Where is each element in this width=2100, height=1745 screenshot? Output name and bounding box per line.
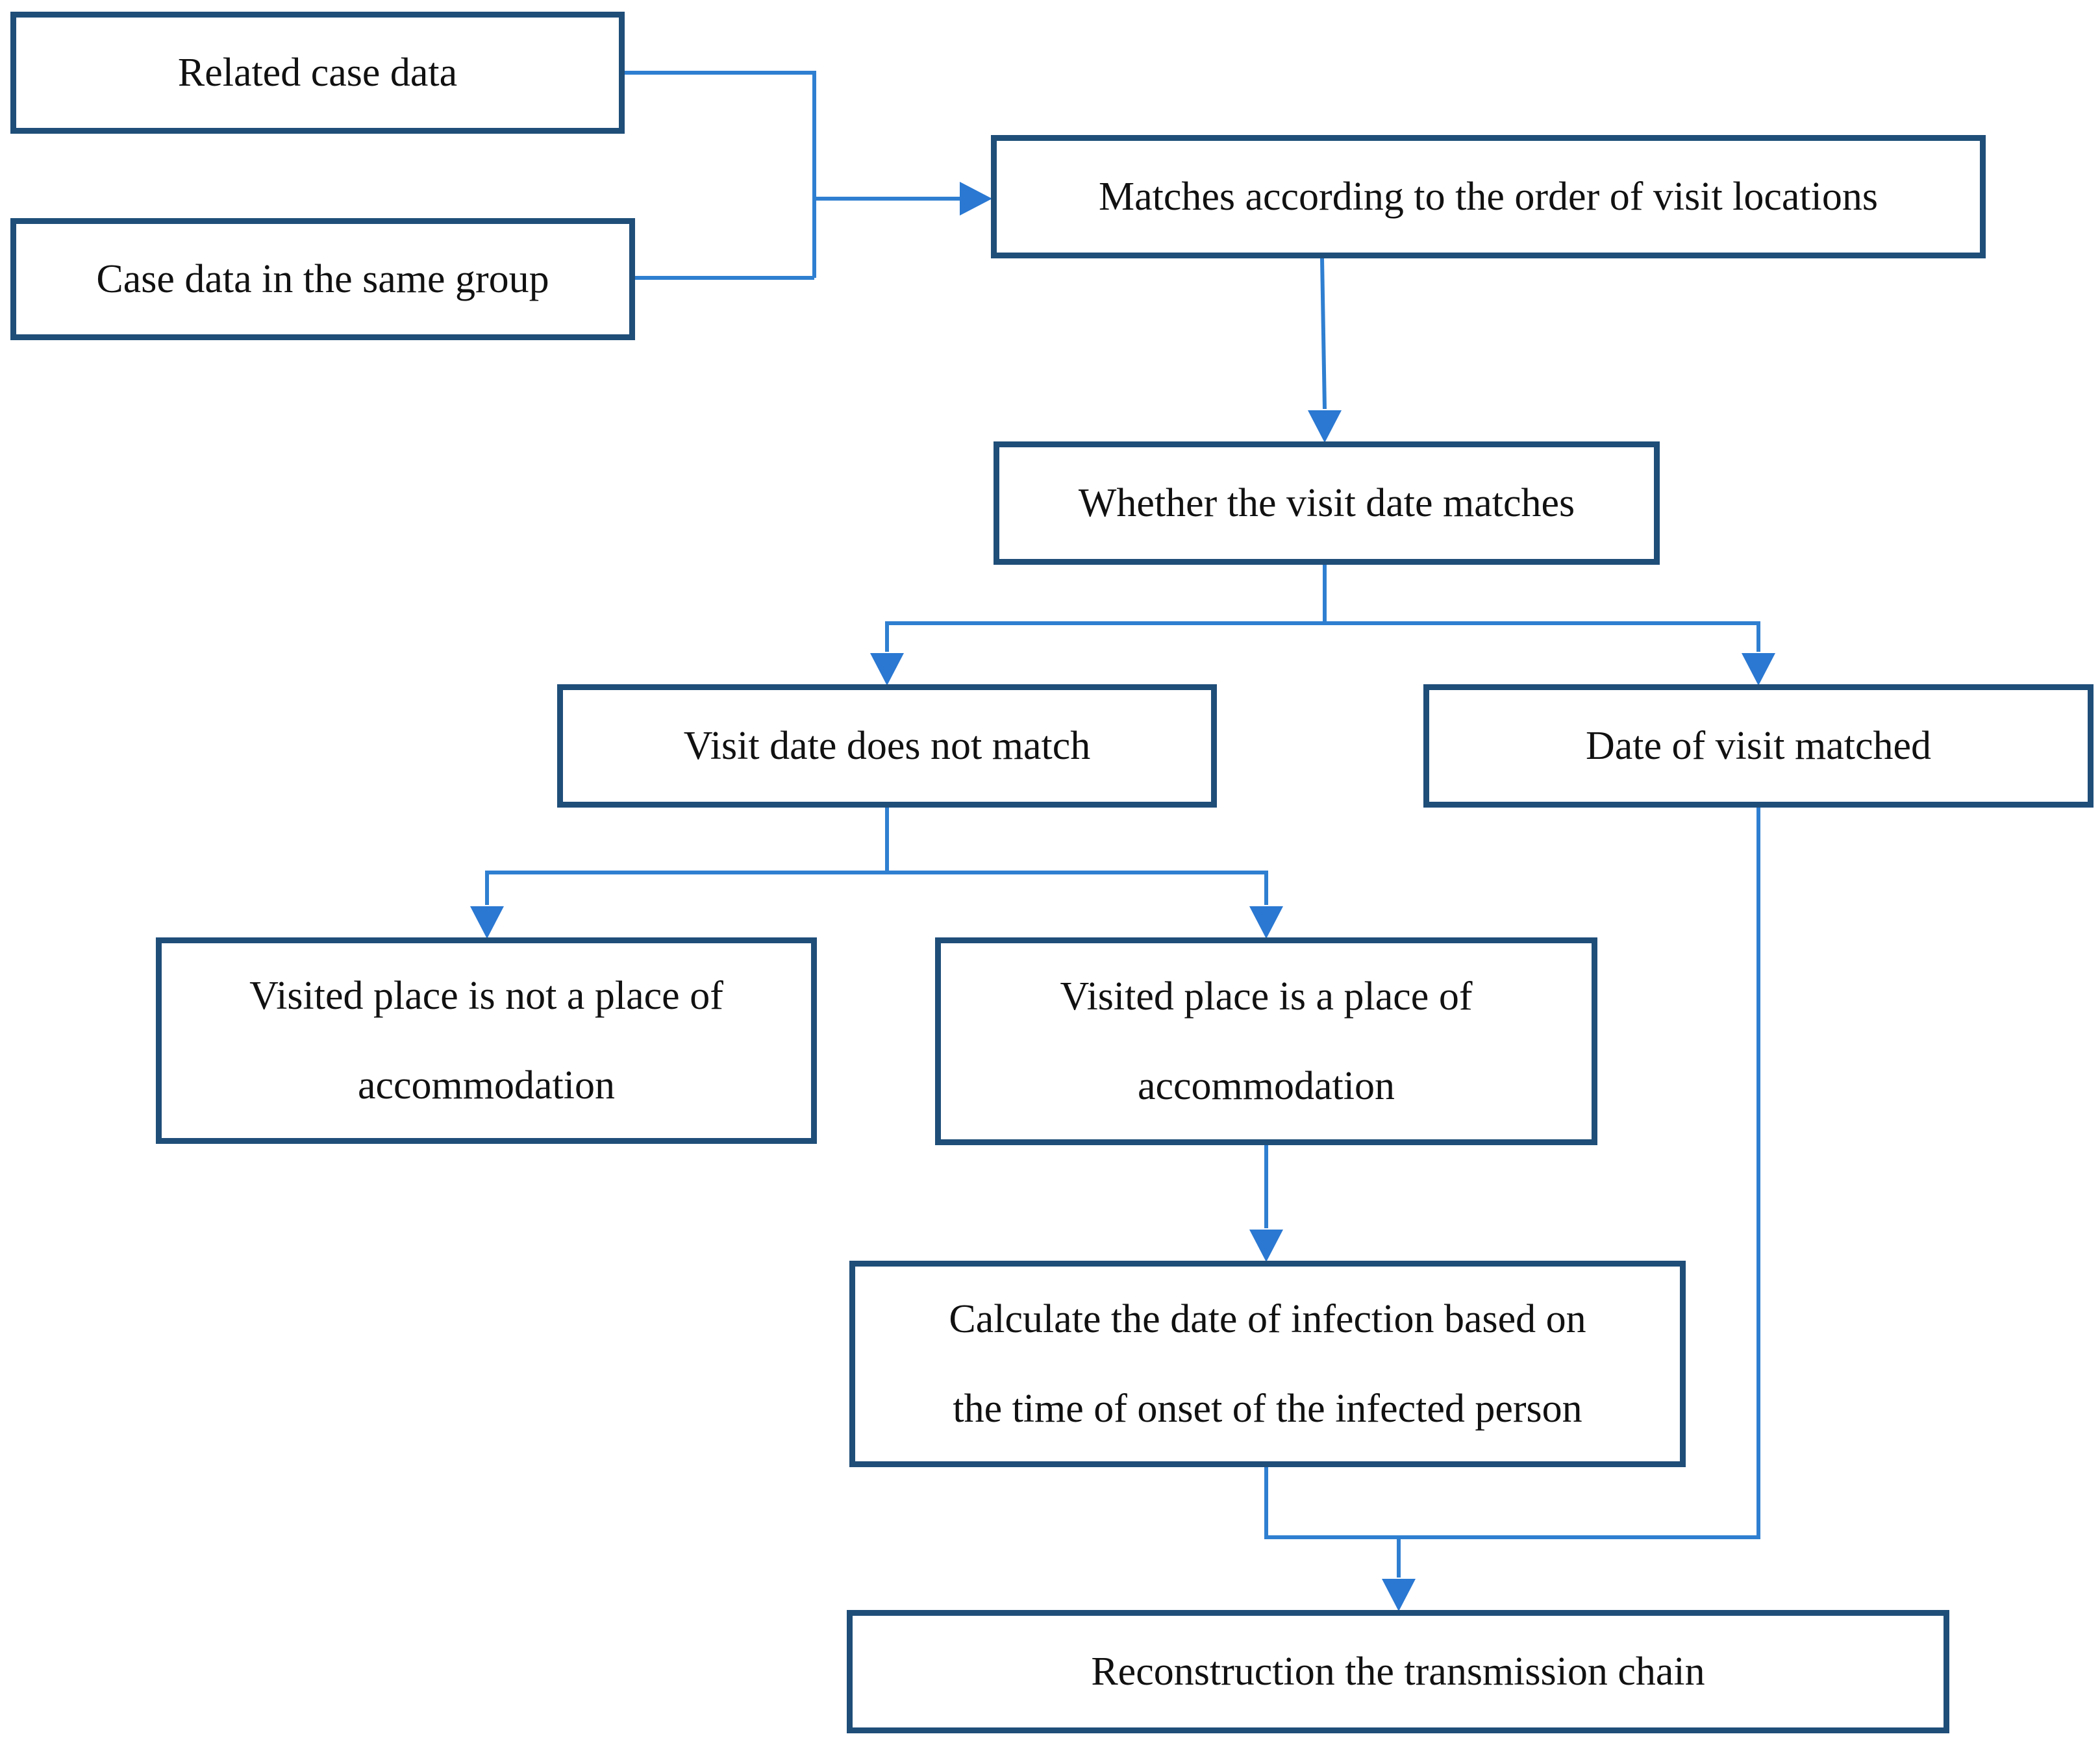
node-label-line: Visit date does not match bbox=[683, 724, 1091, 768]
node-label-line: Reconstruction the transmission chain bbox=[1091, 1650, 1705, 1694]
arrowhead-to-calculate bbox=[1249, 1230, 1283, 1262]
connector-notmatch-branch bbox=[485, 871, 1268, 905]
node-calculate-infection: Calculate the date of infection based on… bbox=[849, 1261, 1686, 1467]
node-matches-order: Matches according to the order of visit … bbox=[991, 135, 1986, 258]
node-label-line: Case data in the same group bbox=[96, 257, 549, 301]
node-label-line: Visited place is a place of bbox=[1060, 974, 1473, 1019]
node-label-line: accommodation bbox=[1138, 1064, 1395, 1108]
node-label-line: Matches according to the order of visit … bbox=[1098, 175, 1879, 219]
arrowhead-to-matches bbox=[960, 182, 992, 216]
node-label-line: Visited place is not a place of bbox=[249, 974, 723, 1018]
node-not-accommodation: Visited place is not a place of accommod… bbox=[156, 937, 817, 1144]
node-whether-date-matches: Whether the visit date matches bbox=[994, 441, 1660, 565]
connector-matches-to-whether bbox=[1320, 258, 1327, 410]
node-label-line: Whether the visit date matches bbox=[1078, 481, 1575, 525]
arrowhead-to-not-accommodation bbox=[470, 906, 504, 939]
node-reconstruction: Reconstruction the transmission chain bbox=[847, 1610, 1949, 1733]
node-date-not-match: Visit date does not match bbox=[557, 684, 1217, 808]
arrowhead-to-whether bbox=[1308, 410, 1342, 443]
arrowhead-to-not-match bbox=[870, 653, 904, 686]
node-label-line: Related case data bbox=[177, 51, 458, 95]
arrowhead-to-is-accommodation bbox=[1249, 906, 1283, 939]
connector-calculate-to-merge bbox=[1264, 808, 1760, 1539]
node-label-line: Calculate the date of infection based on bbox=[949, 1297, 1586, 1341]
connector-whether-branch bbox=[885, 621, 1760, 652]
node-is-accommodation: Visited place is a place of accommodatio… bbox=[935, 937, 1597, 1145]
node-label-line: accommodation bbox=[358, 1063, 615, 1108]
connector-related-to-merge bbox=[625, 71, 816, 278]
node-case-data-same-group: Case data in the same group bbox=[10, 218, 635, 340]
node-label-line: the time of onset of the infected person bbox=[953, 1387, 1582, 1431]
node-label-line: Date of visit matched bbox=[1586, 724, 1931, 768]
arrowhead-to-reconstruction bbox=[1382, 1579, 1416, 1611]
edges-layer bbox=[470, 71, 1775, 1611]
arrowhead-to-matched bbox=[1742, 653, 1775, 686]
node-date-matched: Date of visit matched bbox=[1423, 684, 2094, 808]
node-related-case-data: Related case data bbox=[10, 12, 625, 134]
